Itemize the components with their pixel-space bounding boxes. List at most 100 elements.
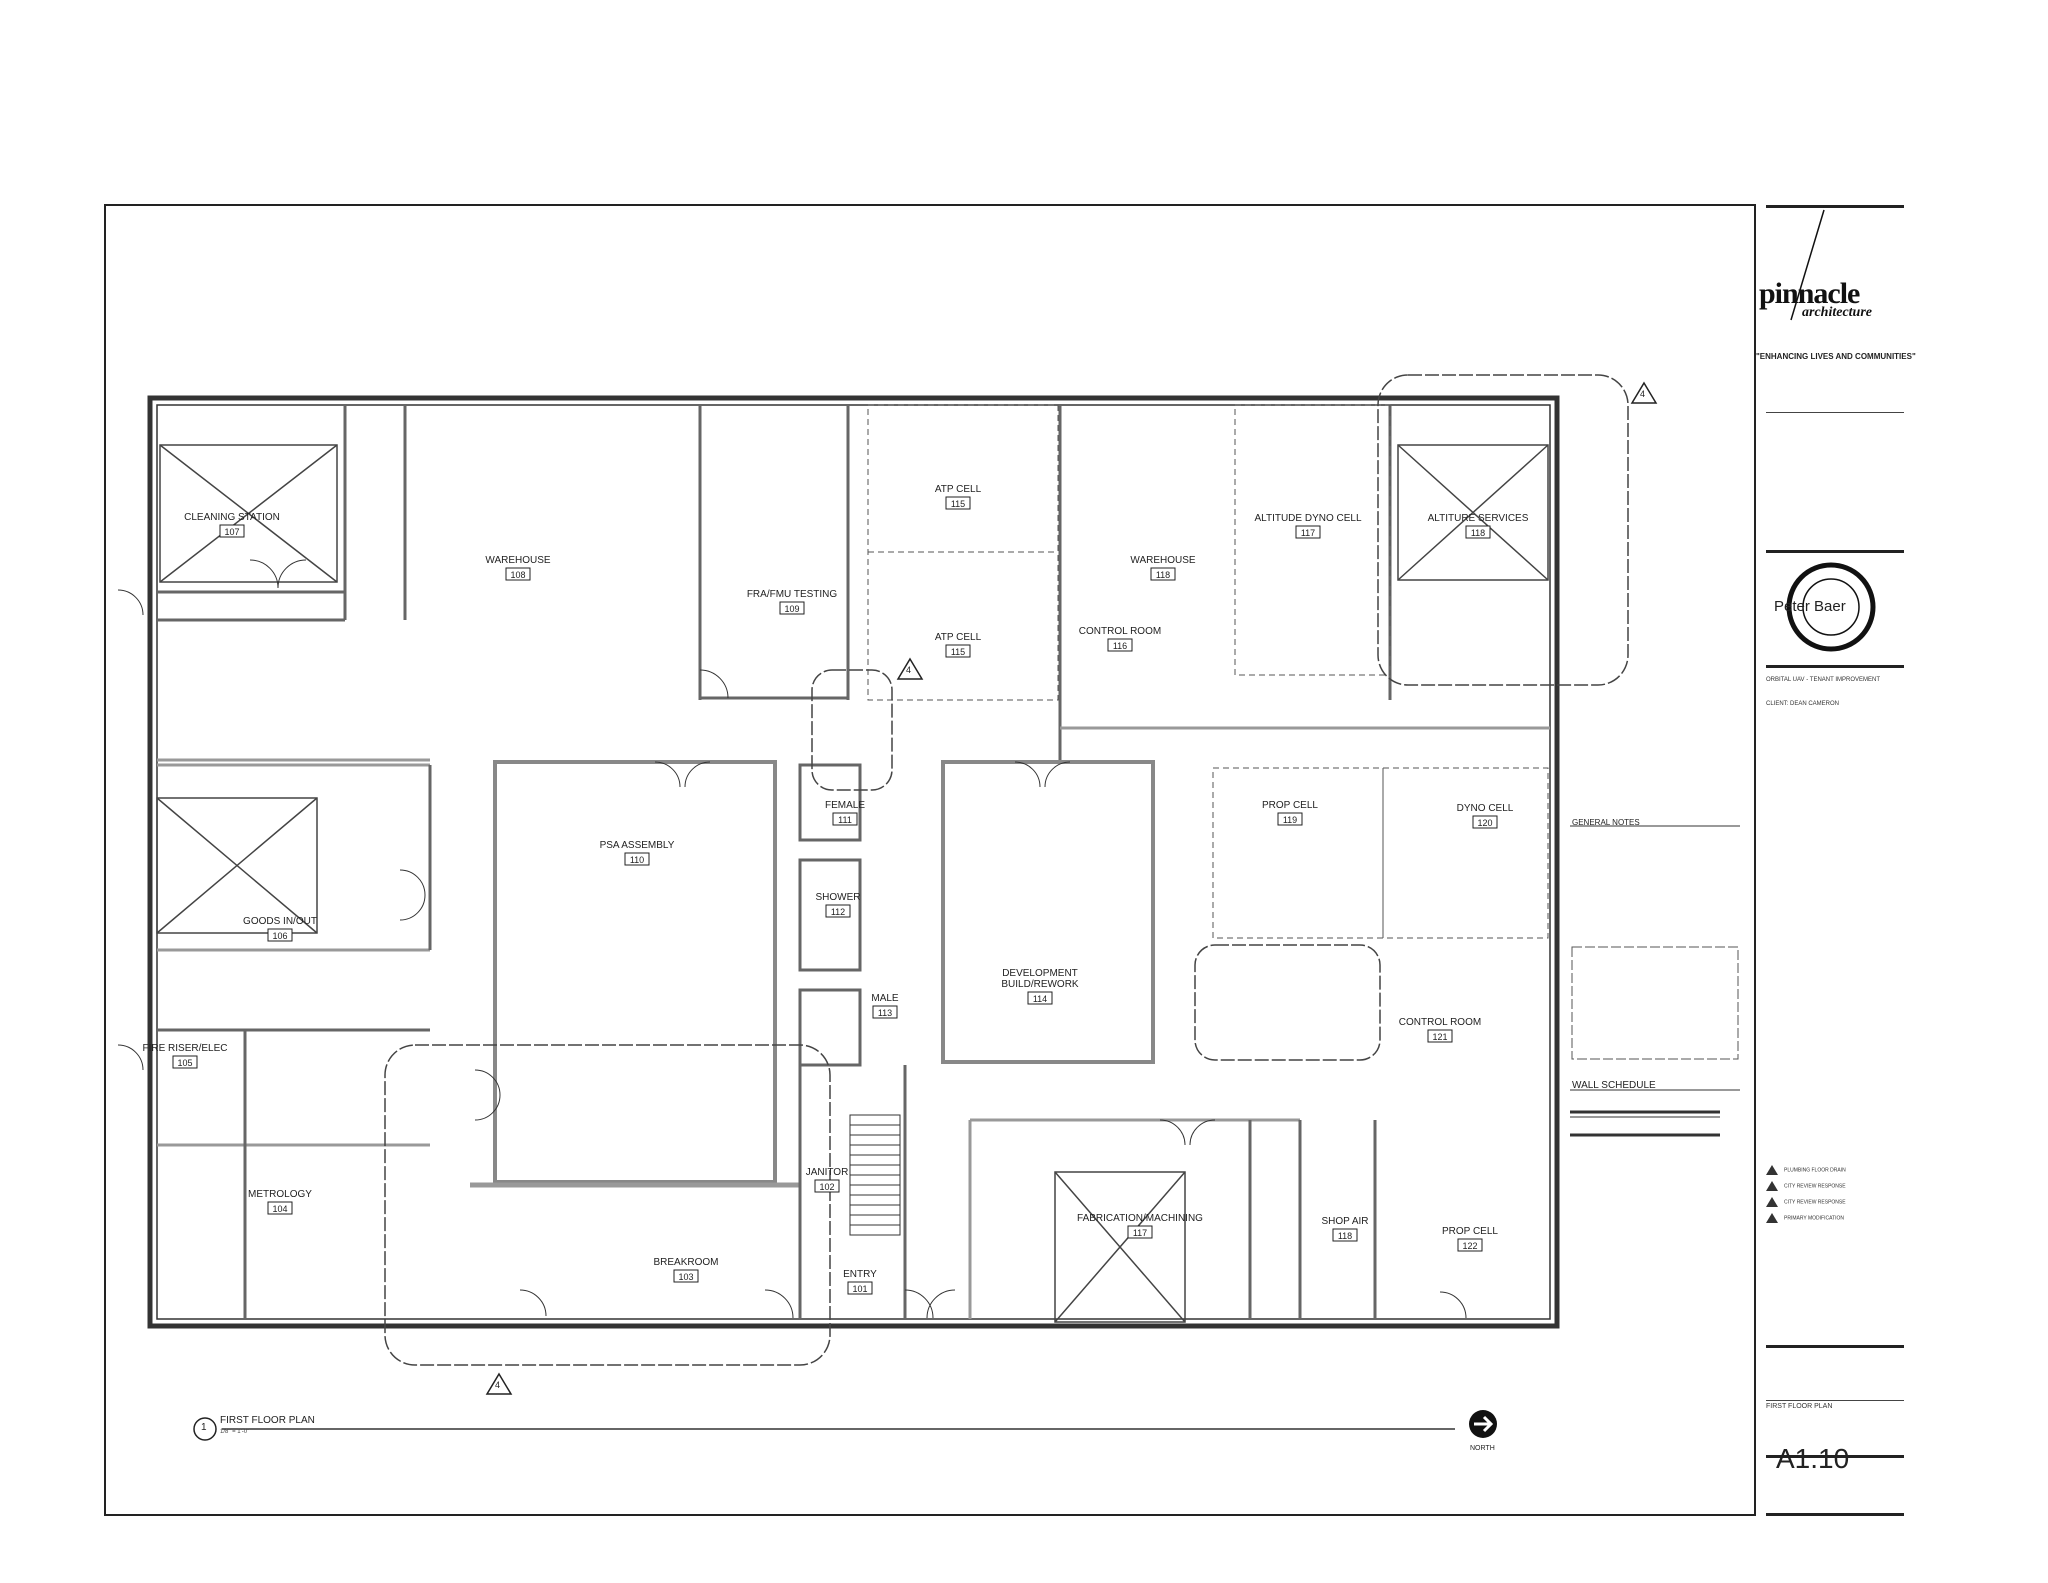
room-name: SHOWER [816,892,861,903]
room-number-box [219,524,245,538]
room-number-box [172,1055,198,1069]
sheet-border [104,204,1756,1516]
room-number: 106 [272,931,287,941]
test-cell-outlines [867,404,1549,939]
revision-tag-label: 4 [1640,389,1646,399]
revision-row: PRIMARY MODIFICATION [1766,1213,1844,1223]
room-number: 107 [224,527,239,537]
room-number-box [1150,567,1176,581]
room-name: PROP CELL [1442,1226,1498,1237]
room-name: PROP CELL [1262,800,1318,811]
architect-stamp-icon [1786,562,1876,652]
room-number: 104 [272,1204,287,1214]
revision-label: PRIMARY MODIFICATION [1784,1215,1845,1222]
room-number-box [825,904,851,918]
plan-number: 1 [201,1422,207,1433]
revision-label: CITY REVIEW RESPONSE [1784,1183,1846,1190]
room-number-box [1427,1029,1453,1043]
equipment-boxes [156,444,1549,1323]
room-number-box [673,1269,699,1283]
tagline: "ENHANCING LIVES AND COMMUNITIES" [1756,352,1916,361]
room-name: JANITOR [806,1167,849,1178]
room-name: WAREHOUSE [485,555,551,566]
room-number: 115 [951,647,965,657]
room-name: SHOP AIR [1321,1216,1368,1227]
room-number: 110 [630,855,644,865]
room-number: 108 [510,570,525,580]
revision-triangle-icon [1766,1181,1778,1191]
room-name: WAREHOUSE [1130,555,1196,566]
revision-tag-label: 4 [906,665,912,675]
room-number: 109 [784,604,799,614]
revision-clouds [384,374,1629,1366]
room-number: 119 [1283,815,1297,825]
room-number-box [1472,815,1498,829]
title-block: pinnacle architecture "ENHANCING LIVES A… [1756,205,1916,1516]
room-number: 114 [1033,994,1047,1004]
room-number: 102 [819,1182,834,1192]
room-name: FABRICATION/MACHINING [1077,1213,1203,1224]
room-number-box [624,852,650,866]
revision-row: PLUMBING FLOOR DRAIN [1766,1165,1846,1175]
room-number-box [832,812,858,826]
room-number-box [945,644,971,658]
room-number-box [267,928,293,942]
room-name: DEVELOPMENT [1002,968,1078,979]
room-number-box [1295,525,1321,539]
room-number: 113 [878,1008,892,1018]
revision-triangle-icon [1766,1197,1778,1207]
room-name: METROLOGY [248,1189,312,1200]
room-name: CONTROL ROOM [1079,626,1161,637]
room-name: ALTITURE SERVICES [1428,513,1529,524]
room-name: BREAKROOM [653,1257,718,1268]
room-name: FIRE RISER/ELEC [142,1043,227,1054]
general-notes-title: GENERAL NOTES [1572,818,1640,827]
room-number-box [1465,525,1491,539]
room-number: 122 [1462,1241,1477,1251]
project-name: ORBITAL UAV - TENANT IMPROVEMENT [1766,677,1881,683]
room-number: 101 [852,1284,867,1294]
room-number-box [505,567,531,581]
stamp-signature: Peter Baer [1774,598,1846,615]
room-name: FEMALE [825,800,865,811]
room-number-box [847,1281,873,1295]
room-number: 120 [1477,818,1492,828]
logo-sub: architecture [1802,305,1872,320]
room-name: CLEANING STATION [184,512,280,523]
north-arrow-icon [1469,1410,1497,1438]
room-number: 118 [1156,570,1170,580]
room-number-box [814,1179,840,1193]
room-number: 111 [838,815,852,825]
room-name: PSA ASSEMBLY [600,840,675,851]
room-name: FRA/FMU TESTING [747,589,838,600]
room-number-box [872,1005,898,1019]
revision-label: CITY REVIEW RESPONSE [1784,1199,1846,1206]
room-number-box [1127,1225,1153,1239]
plan-title: FIRST FLOOR PLAN [220,1415,315,1426]
plan-title-marker [193,1417,1455,1441]
room-name: ENTRY [843,1269,877,1280]
notes-area [1570,825,1740,1137]
room-number: 103 [678,1272,693,1282]
room-number-box [1277,812,1303,826]
sheet-number: A1.10 [1776,1443,1850,1474]
room-number-box [267,1201,293,1215]
room-name: ALTITUDE DYNO CELL [1254,513,1361,524]
room-name: DYNO CELL [1457,803,1514,814]
interior-walls [157,405,1550,1319]
building-outline [147,395,1560,1329]
room-number: 118 [1338,1231,1352,1241]
revision-triangle-icon [1766,1213,1778,1223]
room-number-box [1027,991,1053,1005]
plan-scale: 1/8" = 1'-0" [220,1429,250,1435]
logo-word: pinnacle [1759,277,1860,310]
revision-label: PLUMBING FLOOR DRAIN [1784,1167,1846,1174]
room-name: BUILD/REWORK [1001,979,1079,990]
room-number-box [1332,1228,1358,1242]
room-name: ATP CELL [935,484,982,495]
room-name: ATP CELL [935,632,982,643]
room-number: 117 [1133,1228,1147,1238]
stair [849,1114,901,1236]
door-swings [117,559,1467,1319]
